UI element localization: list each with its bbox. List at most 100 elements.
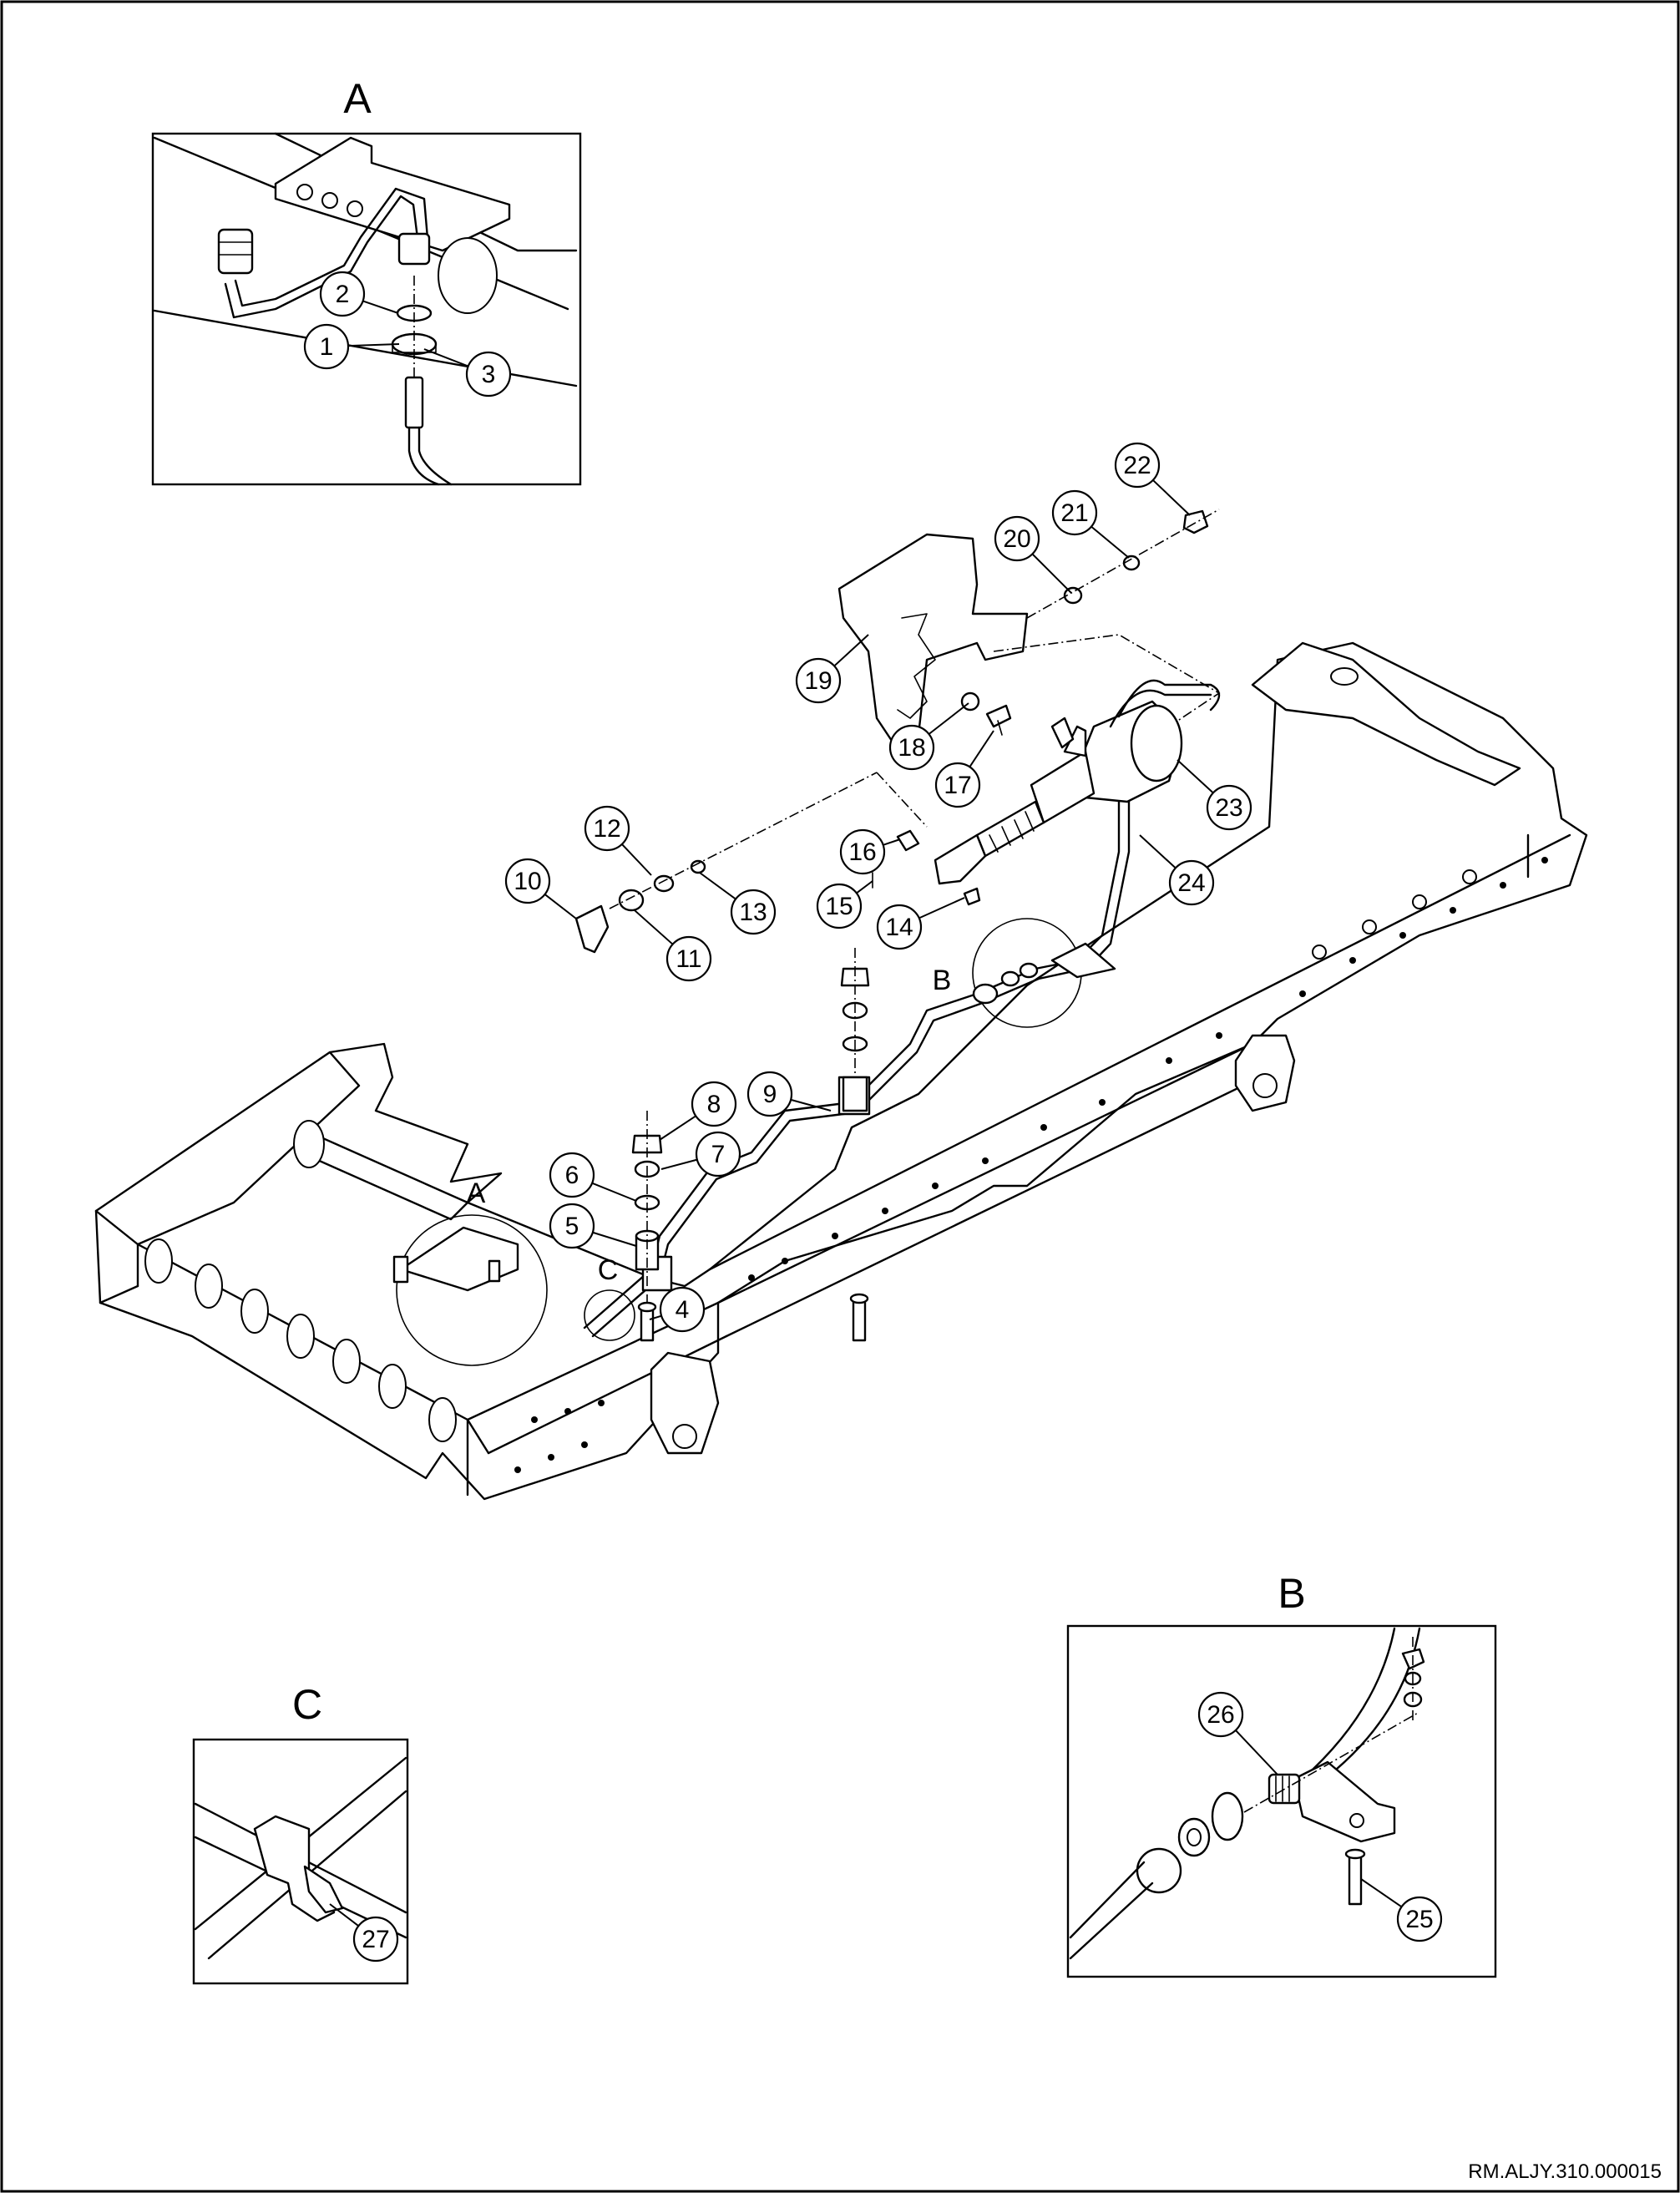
callout-leader-line <box>1139 834 1177 869</box>
callout-number: 1 <box>320 333 334 361</box>
callout-number: 14 <box>885 914 913 941</box>
callout-leader-line <box>918 897 965 919</box>
callout-circle <box>795 657 842 704</box>
callout-number: 5 <box>565 1213 579 1240</box>
callout-leader-line <box>1090 525 1130 559</box>
callout-circle <box>1168 859 1215 906</box>
callout-number: 9 <box>763 1081 777 1108</box>
detail-circle-a <box>396 1214 548 1366</box>
callout-leader-line <box>659 1115 696 1141</box>
callout-number: 3 <box>482 361 496 388</box>
callout-leader-line <box>592 1231 637 1247</box>
callout-leader-line <box>699 872 736 900</box>
callout-14: 14 <box>876 897 965 950</box>
callout-7: 7 <box>660 1131 741 1178</box>
callout-6: 6 <box>549 1152 637 1202</box>
reference-code: RM.ALJY.310.000015 <box>1468 2160 1662 2183</box>
callout-circle <box>816 883 863 929</box>
detail-a-drawing <box>153 132 578 486</box>
callout-leader-line <box>621 843 652 876</box>
callout-circle <box>319 271 366 317</box>
callout-number: 2 <box>336 281 350 308</box>
callout-circle <box>303 323 350 370</box>
callout-leader-line <box>1360 1878 1403 1908</box>
callout-number: 20 <box>1003 525 1030 553</box>
callout-1: 1 <box>303 323 400 370</box>
callout-circle <box>730 889 777 935</box>
callout-18: 18 <box>888 702 969 771</box>
callout-12: 12 <box>584 805 652 876</box>
callout-number: 17 <box>944 772 971 799</box>
callout-leader-line <box>1152 479 1191 516</box>
callout-circle <box>1396 1896 1443 1942</box>
callout-number: 8 <box>707 1091 721 1118</box>
callout-circle <box>934 762 981 808</box>
callout-23: 23 <box>1177 759 1252 831</box>
callout-circle <box>1051 489 1098 536</box>
callout-leader-line <box>1235 1730 1278 1775</box>
clutch-master-cylinder <box>934 679 1221 885</box>
callout-leader-line <box>1031 553 1072 594</box>
callout-circle <box>465 351 512 398</box>
callout-16: 16 <box>839 828 901 875</box>
callout-circle <box>1206 784 1252 831</box>
callout-20: 20 <box>994 515 1072 594</box>
callout-number: 27 <box>362 1926 389 1953</box>
callout-circle <box>665 935 712 982</box>
callout-circle <box>746 1071 793 1117</box>
chassis-frame <box>94 641 1588 1501</box>
callout-number: 16 <box>848 838 876 866</box>
callout-9: 9 <box>746 1071 832 1117</box>
detail-view-a-title: A <box>343 75 372 122</box>
callout-leader-line <box>660 1158 698 1170</box>
callout-3: 3 <box>423 348 512 398</box>
callout-number: 21 <box>1060 499 1088 527</box>
callout-circle <box>888 724 935 771</box>
detail-circle-c <box>584 1289 635 1341</box>
callout-leader-line <box>591 1182 637 1202</box>
callout-circle <box>994 515 1040 562</box>
main-view-a-label: A <box>467 1178 486 1209</box>
callout-leader-line <box>423 348 469 367</box>
callout-25: 25 <box>1360 1878 1443 1942</box>
detail-view-b-title: B <box>1278 1570 1305 1617</box>
callout-circle <box>584 805 630 852</box>
detail-view-c: C <box>192 1681 409 1985</box>
callout-circle <box>352 1916 399 1963</box>
callout-8: 8 <box>659 1081 737 1141</box>
callout-circle <box>839 828 886 875</box>
callout-number: 23 <box>1215 794 1242 822</box>
callout-circle <box>659 1286 706 1333</box>
callout-number: 18 <box>898 734 925 762</box>
main-view-b-label: B <box>933 965 952 996</box>
callout-number: 15 <box>825 893 853 920</box>
callout-leader-line <box>1177 759 1214 794</box>
callout-22: 22 <box>1114 442 1191 516</box>
callout-leader-line <box>833 634 869 667</box>
callout-leader-line <box>347 343 400 347</box>
callout-17: 17 <box>934 730 994 808</box>
callout-circle <box>691 1081 737 1127</box>
callout-number: 22 <box>1123 452 1151 479</box>
callout-24: 24 <box>1139 834 1215 906</box>
detail-view-a: A <box>151 75 582 486</box>
callout-number: 26 <box>1207 1701 1234 1729</box>
callout-leader-line <box>928 702 969 735</box>
callout-27: 27 <box>329 1903 399 1963</box>
callout-21: 21 <box>1051 489 1130 559</box>
callout-number: 10 <box>514 868 541 895</box>
callout-number: 7 <box>711 1141 726 1168</box>
detail-view-c-title: C <box>292 1681 322 1728</box>
callout-leader-line <box>544 894 577 919</box>
callout-circle <box>876 904 923 950</box>
rivet-holes <box>514 857 1548 1473</box>
callout-13: 13 <box>699 872 777 935</box>
callout-11: 11 <box>634 909 712 982</box>
callout-leader-line <box>883 838 901 846</box>
callout-number: 4 <box>676 1296 690 1324</box>
callout-circle <box>695 1131 741 1178</box>
callout-leader-line <box>790 1098 832 1112</box>
